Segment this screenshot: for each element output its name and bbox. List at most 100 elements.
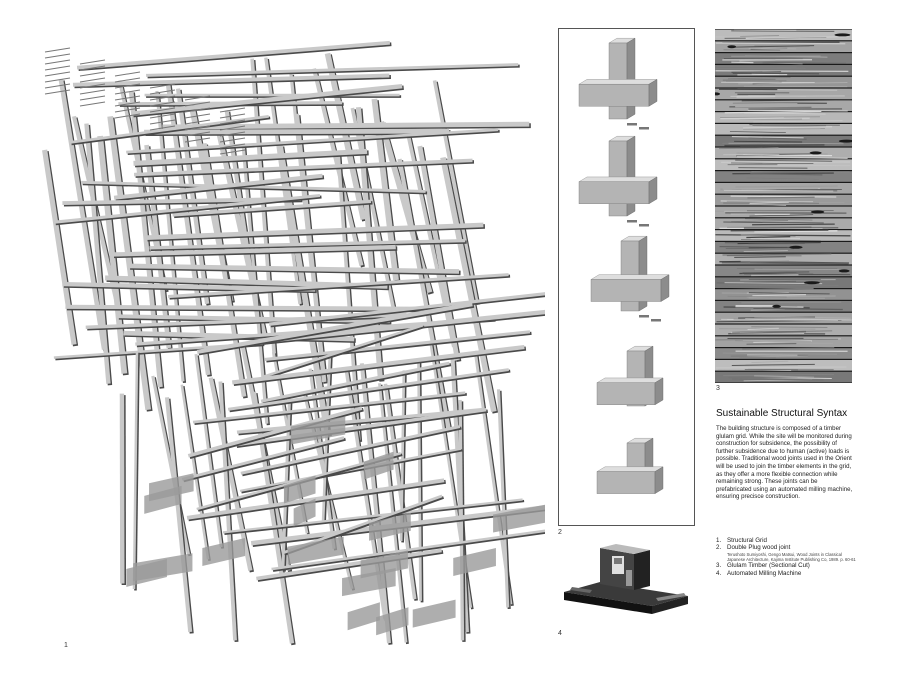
wood-grain [730,332,805,335]
wood-grain [727,226,812,229]
wood-grain [752,342,834,344]
truss-rung [149,107,176,113]
wood-grain [750,172,823,176]
wood-grain [730,229,829,232]
wood-grain [728,77,791,80]
timber-panel [342,568,396,597]
timber-member-shadow [82,182,428,195]
wood-grain [718,147,779,150]
wood-grain [748,47,797,50]
timber-member [167,273,509,299]
machine-column-top [600,544,650,554]
truss-rung [184,113,211,119]
timber-member-shadow [189,407,364,459]
truss-rung [184,107,211,113]
joint-beam-top [578,176,658,182]
timber-member [97,135,128,374]
wood-grain [738,82,848,85]
timber-member [134,158,473,177]
truss-rung [219,107,246,113]
timber-member-shadow [323,355,333,524]
timber-panel [347,602,380,631]
glulam-lamination [715,265,852,277]
caption-text: Double Plug wood joint [727,544,791,552]
wood-grain [727,31,824,33]
truss-rung [219,149,246,155]
wood-grain [715,188,818,190]
joint-post-side [626,135,636,217]
truss-rung [184,101,211,107]
machine-screen [614,558,622,564]
timber-member [397,158,451,431]
timber-member [256,548,442,581]
truss-rung [44,59,71,65]
glulam-lamination [715,253,852,265]
timber-member-shadow [127,129,500,156]
wood-knot [838,269,850,273]
wood-grain [746,177,819,180]
timber-member [42,149,77,345]
timber-member [172,199,372,217]
wood-grain [731,378,824,381]
truss-rung [149,125,176,131]
timber-member-shadow [224,499,525,536]
figure-number-1: 1 [64,642,68,649]
timber-member-shadow [270,293,545,328]
truss-rung [114,77,141,83]
wood-grain [729,131,786,133]
truss-rung [149,113,176,119]
glulam-lamination [715,29,852,41]
joint-plug [639,224,649,227]
truss-rung [44,53,71,59]
figure-number-3: 3 [716,385,720,392]
timber-member-shadow [183,437,346,483]
joint-beam-top [578,79,658,85]
wood-grain [734,256,786,259]
truss-rung [219,113,246,119]
joint-plug [627,220,637,223]
joint-beam-front [590,279,662,302]
caption-number: 4. [716,569,722,577]
wood-knot [834,33,851,37]
machine-bed-top [564,582,688,606]
machine-column-side [634,550,650,590]
timber-member [496,389,510,608]
joint-beam-top [590,274,670,280]
figure-number-2: 2 [558,529,562,536]
article-body: The building structure is composed of a … [716,425,853,501]
wood-grain [752,124,827,127]
timber-member [164,397,193,633]
timber-member [84,123,111,384]
timber-member [181,436,345,481]
timber-member-shadow [266,331,532,363]
timber-panel [133,553,193,582]
timber-panel [369,512,411,541]
timber-member [132,351,139,589]
joint-beam-side [648,176,658,205]
wood-grain [723,374,835,377]
wood-grain [720,116,820,118]
wood-grain [731,162,814,165]
truss-rung [79,77,106,83]
wood-grain [754,230,838,233]
timber-member [54,193,321,224]
timber-member [268,292,545,326]
caption-text: Glulam Timber (Sectional Cut) [727,562,810,570]
wood-grain [743,273,851,276]
timber-member-shadow [264,325,425,380]
timber-member [131,83,403,116]
timber-member [76,40,391,70]
wood-grain [735,340,812,342]
glulam-lamination [715,324,852,336]
timber-panel [293,498,316,527]
wood-grain [745,318,852,320]
caption-text: Structural Grid [727,537,767,544]
timber-member-shadow [134,352,140,591]
wood-joint-sequence-drawing [578,37,670,494]
wood-grain [753,307,843,311]
wood-knot [809,151,822,155]
wood-knot [838,139,852,143]
truss-rung [44,47,71,53]
timber-member [69,115,269,144]
timber-member [260,361,450,403]
